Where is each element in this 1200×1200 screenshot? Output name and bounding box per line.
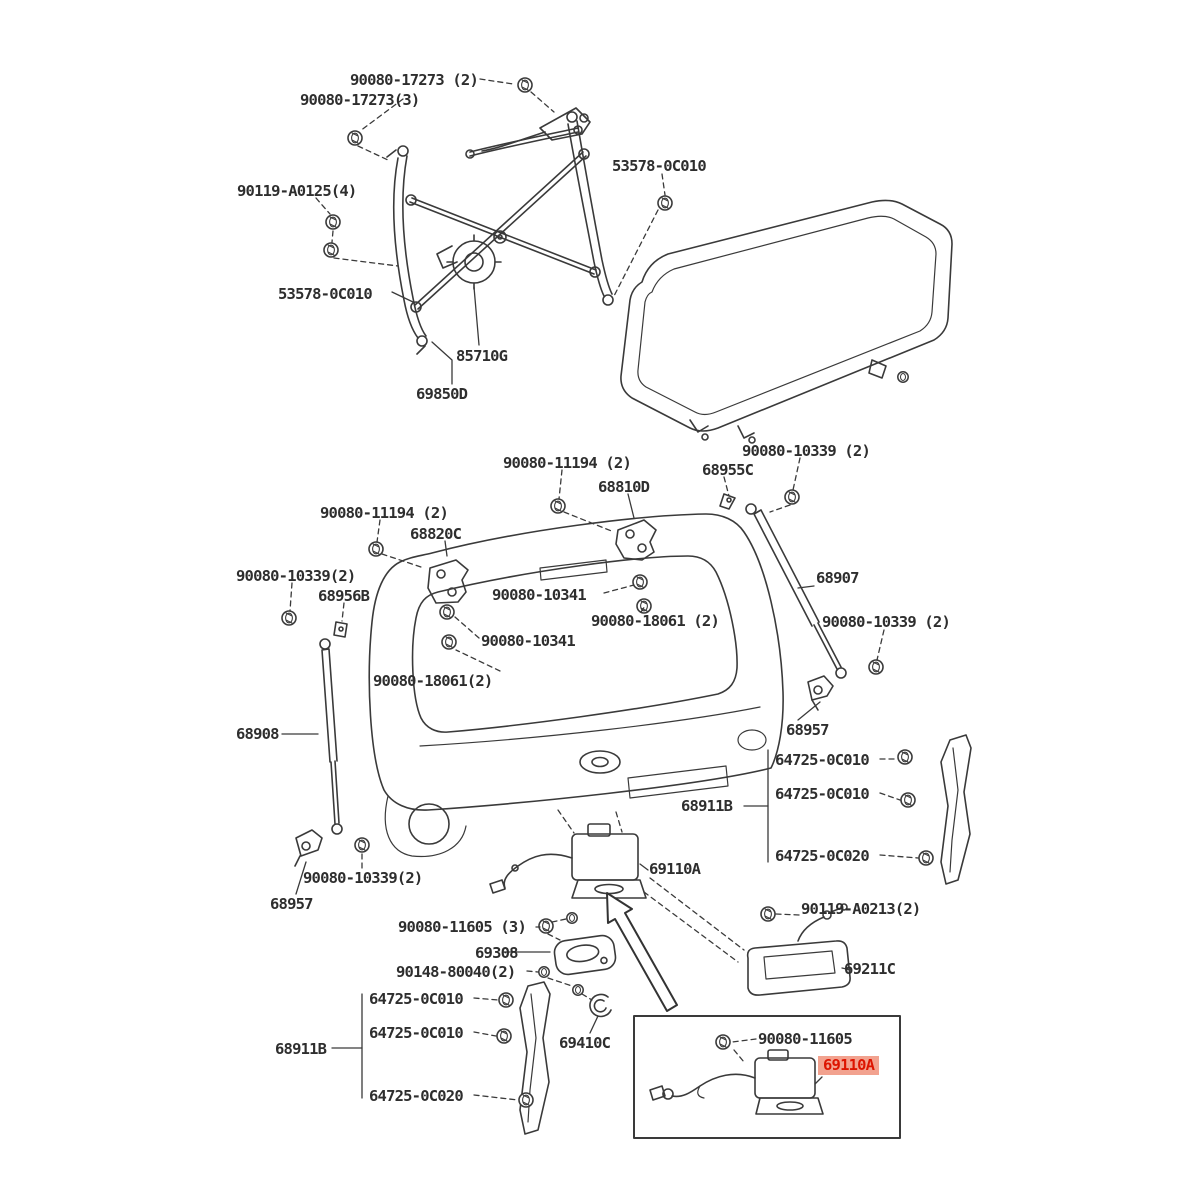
- part-label: 68956B: [318, 587, 370, 605]
- part-label: 68955C: [702, 461, 754, 479]
- part-label: 64725-0C020: [369, 1087, 464, 1105]
- striker-69308: [553, 934, 617, 976]
- bracket-lines: [331, 749, 769, 1099]
- part-label: 53578-0C010: [278, 285, 373, 303]
- part-label: 90080-11605: [758, 1030, 853, 1048]
- part-label: 90080-10339 (2): [822, 613, 951, 631]
- gas-strut-left-68908: [319, 621, 348, 835]
- part-label: 64725-0C010: [775, 751, 870, 769]
- part-label: 69410C: [559, 1034, 611, 1052]
- part-label: 90080-17273(3): [300, 91, 420, 109]
- part-label: 90119-A0213(2): [801, 900, 921, 918]
- license-garnish-69211C: [746, 903, 851, 996]
- strut-bracket-68957-left: [294, 829, 323, 867]
- leader-lines: [289, 457, 919, 1101]
- part-label: 69850D: [416, 385, 468, 403]
- part-label: 90080-10341: [492, 586, 587, 604]
- part-label: 90080-17273 (2): [350, 71, 479, 89]
- part-label: 90080-10341: [481, 632, 576, 650]
- inset-box: [633, 1015, 901, 1139]
- part-label: 68810D: [598, 478, 650, 496]
- part-label: 64725-0C010: [369, 1024, 464, 1042]
- part-label: 68911B: [681, 797, 733, 815]
- leader-lines-regulator: [315, 78, 666, 297]
- part-label: 90080-10339 (2): [742, 442, 871, 460]
- part-label: 64725-0C010: [369, 990, 464, 1008]
- part-label: 90080-18061(2): [373, 672, 493, 690]
- part-label: 69308: [475, 944, 518, 962]
- part-label: 68911B: [275, 1040, 327, 1058]
- part-label: 90119-A0125(4): [237, 182, 357, 200]
- part-label: 68908: [236, 725, 279, 743]
- pointer-lines: [281, 493, 852, 1085]
- part-label: 68907: [816, 569, 859, 587]
- clip-69410C: [589, 993, 612, 1018]
- lock-actuator-main: [489, 823, 647, 899]
- part-label: 53578-0C010: [612, 157, 707, 175]
- part-label: 90080-10339(2): [303, 869, 423, 887]
- part-label: 90080-10339(2): [236, 567, 356, 585]
- part-label-highlighted: 69110A: [818, 1056, 880, 1076]
- part-label: 68957: [786, 721, 829, 739]
- pillar-garnish-right: [940, 734, 972, 885]
- hinge-68810D: [615, 519, 657, 561]
- back-glass: [620, 199, 953, 444]
- part-label: 90080-11194 (2): [320, 504, 449, 522]
- part-label: 85710G: [456, 347, 508, 365]
- part-label: 90080-11194 (2): [503, 454, 632, 472]
- part-label: 64725-0C020: [775, 847, 870, 865]
- part-label: 90080-11605 (3): [398, 918, 527, 936]
- part-label: 90080-18061 (2): [591, 612, 720, 630]
- gas-strut-right-68907: [719, 493, 847, 679]
- hinge-68820C: [427, 559, 469, 604]
- direction-arrow: [606, 892, 678, 1012]
- part-label: 68957: [270, 895, 313, 913]
- strut-bracket-68957-right: [807, 675, 834, 711]
- part-label: 69110A: [649, 860, 701, 878]
- window-regulator: [386, 107, 614, 385]
- pillar-garnish-left: [519, 981, 551, 1135]
- part-label: 68820C: [410, 525, 462, 543]
- back-door-panel: [368, 513, 784, 858]
- part-label: 64725-0C010: [775, 785, 870, 803]
- part-label: 69211C: [844, 960, 896, 978]
- part-label: 90148-80040(2): [396, 963, 516, 981]
